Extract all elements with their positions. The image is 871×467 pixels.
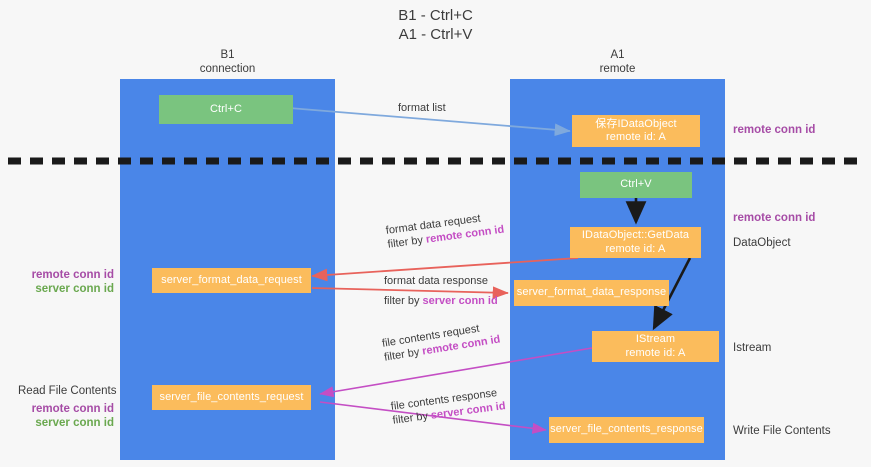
annotation-group-conn-ids-bottom: remote conn id server conn id [18, 402, 114, 430]
edge-label-format-data-response-text: format data response [384, 275, 488, 287]
edge-label-format-data-response: format data response filter by server co… [384, 274, 498, 308]
column-header-a1-name: A1 [610, 49, 625, 61]
arrow-file-contents-response [319, 401, 547, 434]
node-save-idataobject-line2: remote id: A [606, 131, 666, 143]
node-save-idataobject[interactable]: 保存IDataObject remote id: A [572, 115, 700, 147]
node-server-file-contents-response[interactable]: server_file_contents_response [549, 417, 704, 443]
arrow-file-contents-request [319, 347, 593, 398]
annotation-read-file-contents: Read File Contents [18, 385, 117, 397]
edge-label-format-list-text: format list [398, 102, 446, 114]
column-header-a1: A1 remote [510, 48, 725, 76]
arrow-getdata-to-istream [652, 257, 692, 331]
node-server-format-data-request-label: server_format_data_request [161, 273, 302, 286]
arrow-format-data-response [311, 286, 509, 299]
node-idataobject-getdata[interactable]: IDataObject::GetData remote id: A [570, 227, 701, 258]
annotation-server-conn-id-left-bottom: server conn id [35, 417, 114, 429]
title-line-1: B1 - Ctrl+C [398, 7, 473, 24]
annotation-remote-conn-id-left-bottom: remote conn id [31, 403, 114, 415]
filter-key-server-conn-id: server conn id [422, 295, 498, 307]
annotation-server-conn-id-left-mid: server conn id [35, 283, 114, 295]
edge-label-format-list: format list [398, 101, 446, 115]
node-istream[interactable]: IStream remote id: A [592, 331, 719, 362]
node-ctrl-v-label: Ctrl+V [620, 178, 652, 191]
annotation-remote-conn-id-mid: remote conn id [733, 212, 816, 224]
node-ctrl-c[interactable]: Ctrl+C [159, 95, 293, 124]
annotation-istream: Istream [733, 342, 772, 354]
node-server-format-data-response[interactable]: server_format_data_response [514, 280, 669, 306]
column-header-b1: B1 connection [120, 48, 335, 76]
arrow-format-list [276, 106, 571, 137]
edge-label-format-data-response-filter: filter by server conn id [384, 294, 498, 308]
node-server-file-contents-response-label: server_file_contents_response [550, 423, 703, 436]
node-server-file-contents-request-label: server_file_contents_request [159, 390, 304, 403]
arrow-format-data-request [311, 257, 579, 282]
node-server-format-data-response-label: server_format_data_response [516, 286, 667, 299]
annotation-dataobject: DataObject [733, 237, 791, 249]
node-server-file-contents-request[interactable]: server_file_contents_request [152, 385, 311, 410]
node-getdata-line1: IDataObject::GetData [581, 229, 690, 241]
node-ctrl-c-label: Ctrl+C [209, 102, 243, 115]
column-header-b1-role: connection [199, 63, 256, 75]
node-getdata-line2: remote id: A [605, 242, 666, 255]
node-ctrl-v[interactable]: Ctrl+V [580, 172, 692, 198]
column-header-a1-role: remote [599, 63, 636, 75]
annotation-remote-conn-id-top: remote conn id [733, 124, 816, 136]
diagram-title: B1 - Ctrl+C A1 - Ctrl+V [0, 6, 871, 44]
title-line-2: A1 - Ctrl+V [398, 26, 473, 43]
annotation-write-file-contents: Write File Contents [733, 425, 831, 437]
node-istream-line1: IStream [635, 333, 676, 345]
node-server-format-data-request[interactable]: server_format_data_request [152, 268, 311, 293]
annotation-remote-conn-id-left-mid: remote conn id [31, 269, 114, 281]
node-save-idataobject-line1: 保存IDataObject [595, 117, 677, 130]
filter-prefix: filter by [384, 295, 423, 307]
annotation-group-conn-ids-mid: remote conn id server conn id [18, 268, 114, 296]
node-istream-line2: remote id: A [625, 346, 686, 359]
column-header-b1-name: B1 [220, 49, 235, 61]
